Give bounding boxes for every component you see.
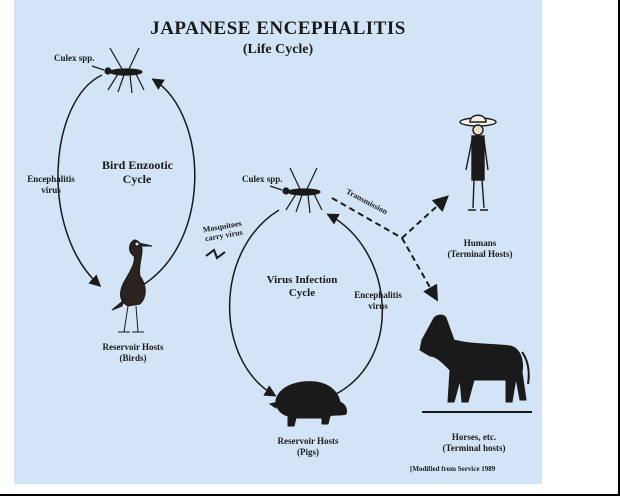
heron-bird-icon bbox=[112, 240, 152, 332]
human-figure-icon bbox=[460, 115, 496, 210]
virus-cycle-label: Virus Infection Cycle bbox=[264, 274, 340, 300]
source-credit: [Modified from Service 1989 bbox=[410, 464, 495, 475]
horse-icon bbox=[420, 315, 532, 412]
virus-cycle-mosquito-label: Culex spp. bbox=[242, 174, 283, 185]
diagram-title: JAPANESE ENCEPHALITIS bbox=[14, 18, 542, 40]
virus-cycle-virus-label: Encephalitis virus bbox=[352, 290, 404, 312]
bridge-arrow bbox=[206, 250, 225, 258]
humans-label: Humans (Terminal Hosts) bbox=[440, 238, 520, 260]
horses-label: Horses, etc. (Terminal hosts) bbox=[432, 432, 516, 454]
bird-cycle-virus-label: Encephalitis virus bbox=[26, 174, 76, 196]
bird-host-label: Reservoir Hosts (Birds) bbox=[98, 342, 168, 364]
transmission-arrows bbox=[332, 198, 446, 298]
pig-host-label: Reservoir Hosts (Pigs) bbox=[270, 436, 346, 458]
bird-cycle-label: Bird Enzootic Cycle bbox=[102, 158, 172, 186]
diagram-panel: JAPANESE ENCEPHALITIS (Life Cycle) Culex… bbox=[14, 0, 542, 484]
bird-cycle-mosquito-label: Culex spp. bbox=[54, 53, 95, 64]
wild-boar-pig-icon bbox=[270, 382, 347, 426]
